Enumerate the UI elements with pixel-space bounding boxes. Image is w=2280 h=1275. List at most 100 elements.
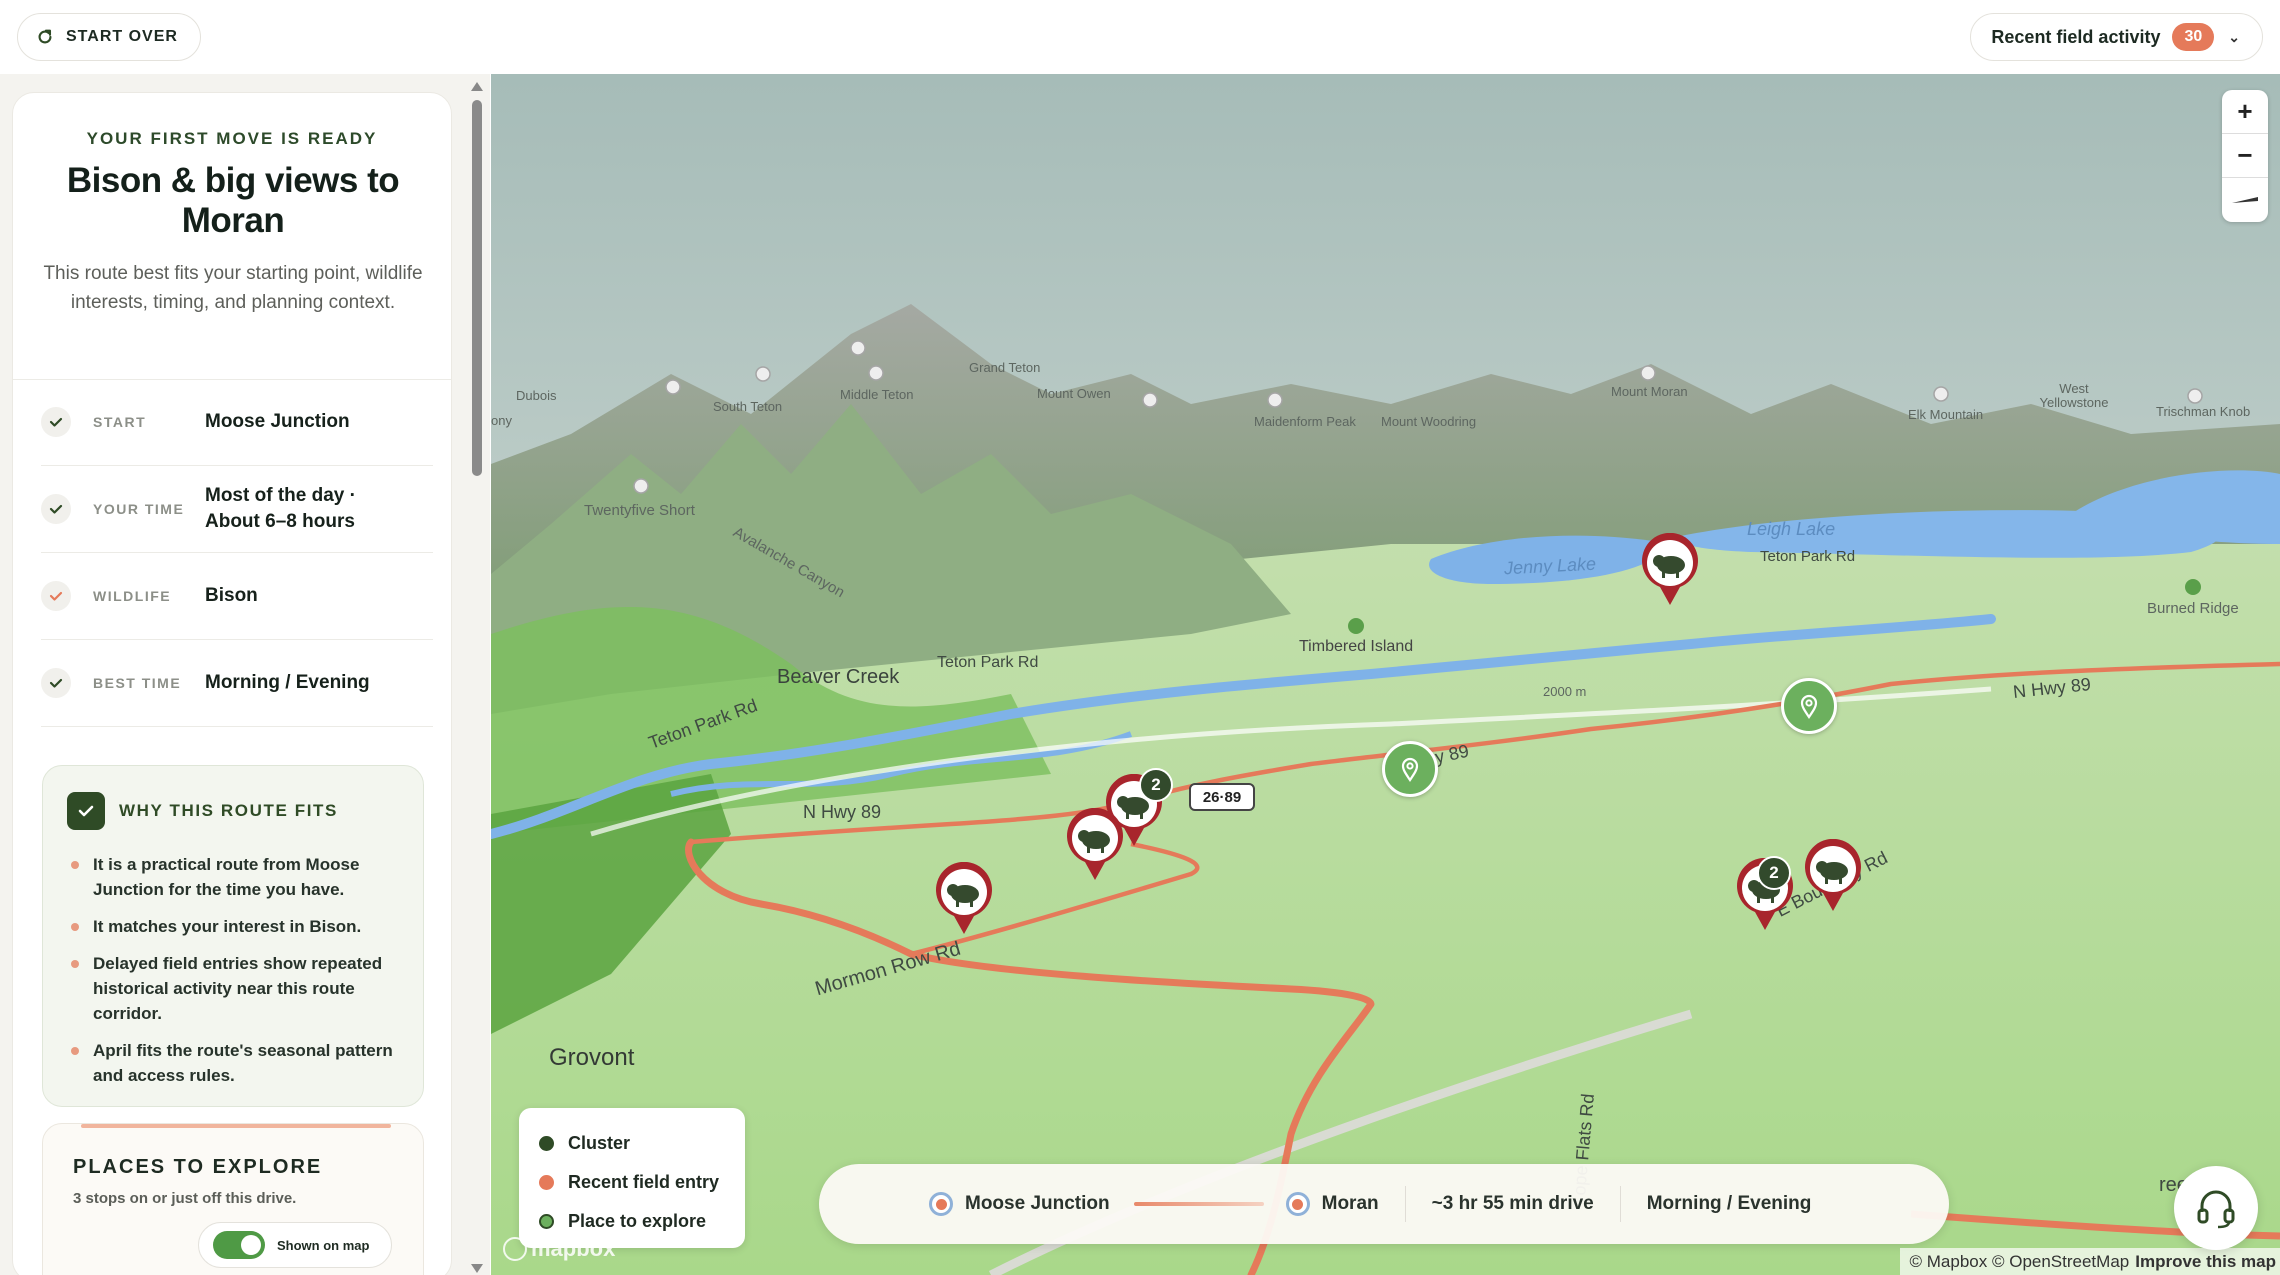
fact-label: BEST TIME bbox=[93, 675, 182, 691]
improve-map-link[interactable]: Improve this map bbox=[2135, 1251, 2276, 1271]
scroll-up-arrow[interactable] bbox=[471, 82, 483, 91]
route-description: This route best fits your starting point… bbox=[43, 263, 423, 313]
legend-item: Recent field entry bbox=[539, 1163, 725, 1202]
fact-start: START Moose Junction bbox=[41, 379, 433, 466]
legend-item: Cluster bbox=[539, 1124, 725, 1163]
map-legend: Cluster Recent field entry Place to expl… bbox=[519, 1108, 745, 1248]
map-label: South Teton bbox=[713, 399, 783, 414]
map-label: West Yellowstone bbox=[2039, 381, 2109, 410]
check-icon bbox=[67, 792, 105, 830]
map-label: Timbered Island bbox=[1299, 638, 1414, 655]
route-title: Bison & big views to Moran bbox=[66, 161, 400, 240]
chevron-down-icon: ⌄ bbox=[2228, 28, 2240, 45]
fact-value: Moose Junction bbox=[205, 411, 350, 432]
places-subtitle: 3 stops on or just off this drive. bbox=[73, 1190, 297, 1207]
check-icon bbox=[41, 407, 71, 437]
check-icon bbox=[41, 581, 71, 611]
summary-duration: ~3 hr 55 min drive bbox=[1431, 1193, 1594, 1214]
map-label: Middle Teton bbox=[840, 387, 914, 402]
place-pin[interactable] bbox=[1781, 678, 1837, 734]
map-label: Mount Owen bbox=[1037, 386, 1111, 401]
bison-icon bbox=[1067, 807, 1123, 880]
map-label: Mount Woodring bbox=[1381, 414, 1477, 429]
place-pin-icon bbox=[1800, 694, 1818, 719]
places-title: PLACES TO EXPLORE bbox=[73, 1156, 323, 1178]
map-label: Grovont bbox=[549, 1044, 635, 1071]
list-item: It matches your interest in Bison. bbox=[67, 914, 397, 939]
route-end-icon bbox=[1285, 1192, 1310, 1216]
legend-dot bbox=[539, 1136, 554, 1151]
map-label: Beaver Creek bbox=[777, 666, 900, 688]
divider bbox=[1619, 1186, 1621, 1222]
place-pin[interactable] bbox=[1382, 741, 1438, 797]
place-pin-icon bbox=[1401, 757, 1419, 782]
mapbox-logo-text: mapbox bbox=[531, 1236, 616, 1261]
toggle-switch[interactable] bbox=[213, 1231, 265, 1259]
start-over-button[interactable]: START OVER bbox=[17, 13, 201, 61]
sidebar-scrollbar[interactable] bbox=[470, 80, 484, 1275]
legend-dot bbox=[539, 1214, 554, 1229]
support-button[interactable] bbox=[2174, 1166, 2258, 1250]
mapbox-logo[interactable]: mapbox bbox=[503, 1236, 615, 1262]
fact-label: YOUR TIME bbox=[93, 501, 185, 517]
bison-icon bbox=[1805, 838, 1861, 911]
fact-value: Most of the day · About 6–8 hours bbox=[205, 485, 356, 532]
fact-wildlife: WILDLIFE Bison bbox=[41, 553, 433, 640]
attribution-text[interactable]: © Mapbox © OpenStreetMap bbox=[1909, 1251, 2130, 1271]
map-terrain bbox=[491, 74, 2280, 1275]
bison-pin[interactable] bbox=[1640, 532, 1700, 607]
scroll-thumb[interactable] bbox=[472, 100, 482, 476]
legend-label: Place to explore bbox=[568, 1211, 707, 1231]
fact-time: YOUR TIME Most of the day · About 6–8 ho… bbox=[41, 466, 433, 553]
places-accent bbox=[81, 1124, 391, 1128]
fact-best-time: BEST TIME Morning / Evening bbox=[41, 640, 433, 727]
zoom-in-button[interactable]: + bbox=[2222, 90, 2268, 134]
scroll-down-arrow[interactable] bbox=[471, 1264, 483, 1273]
route-eyebrow: YOUR FIRST MOVE IS READY bbox=[86, 129, 378, 148]
map-label: Mount Moran bbox=[1611, 384, 1688, 399]
map-label: Teton Park Rd bbox=[1760, 548, 1856, 565]
route-facts: START Moose Junction YOUR TIME Most of t… bbox=[41, 379, 433, 727]
why-route-fits-card: WHY THIS ROUTE FITS It is a practical ro… bbox=[42, 765, 424, 1107]
zoom-out-button[interactable]: − bbox=[2222, 134, 2268, 178]
summary-from-label: Moose Junction bbox=[965, 1193, 1110, 1214]
mapbox-icon bbox=[503, 1237, 527, 1261]
compass-button[interactable] bbox=[2222, 178, 2268, 222]
fact-label: WILDLIFE bbox=[93, 588, 172, 604]
recent-activity-label: Recent field activity bbox=[1991, 26, 2161, 47]
cluster-count-badge[interactable]: 2 bbox=[1139, 768, 1173, 802]
map-label: Teton Park Rd bbox=[937, 654, 1039, 671]
map-label: N Hwy 89 bbox=[803, 802, 882, 822]
summary-from: Moose Junction bbox=[929, 1192, 1110, 1216]
map-label: Trischman Knob bbox=[2156, 404, 2251, 419]
toggle-label: Shown on map bbox=[277, 1237, 370, 1253]
route-start-icon bbox=[929, 1192, 953, 1216]
why-header: WHY THIS ROUTE FITS bbox=[67, 792, 338, 830]
bison-pin[interactable] bbox=[1803, 838, 1863, 913]
divider bbox=[13, 379, 451, 380]
check-icon bbox=[41, 668, 71, 698]
list-item: April fits the route's seasonal pattern … bbox=[67, 1038, 397, 1088]
zoom-controls: + − bbox=[2222, 90, 2268, 222]
legend-label: Recent field entry bbox=[568, 1172, 720, 1192]
shown-on-map-toggle[interactable]: Shown on map bbox=[198, 1222, 392, 1268]
list-item: It is a practical route from Moose Junct… bbox=[67, 852, 397, 902]
map-label: ony bbox=[491, 413, 512, 428]
headset-icon bbox=[2197, 1190, 2235, 1229]
why-list: It is a practical route from Moose Junct… bbox=[67, 852, 397, 1100]
top-bar: START OVER Recent field activity 30 ⌄ bbox=[0, 0, 2280, 74]
divider bbox=[1404, 1186, 1406, 1222]
map-canvas[interactable]: Dubois ony South Teton Middle Teton Gran… bbox=[491, 74, 2280, 1275]
legend-dot bbox=[539, 1175, 554, 1190]
bison-icon bbox=[1642, 532, 1698, 605]
map-label: Twentyfive Short bbox=[584, 502, 695, 519]
legend-label: Cluster bbox=[568, 1133, 631, 1153]
route-summary-bar: Moose Junction Moran ~3 hr 55 min drive … bbox=[819, 1164, 1949, 1244]
cluster-count-badge[interactable]: 2 bbox=[1757, 856, 1791, 890]
bison-pin[interactable] bbox=[934, 861, 994, 936]
bison-pin[interactable] bbox=[1065, 807, 1125, 882]
list-item: Delayed field entries show repeated hist… bbox=[67, 951, 397, 1026]
compass-icon bbox=[2232, 197, 2258, 203]
recent-activity-button[interactable]: Recent field activity 30 ⌄ bbox=[1970, 13, 2263, 61]
map-label: Maidenform Peak bbox=[1254, 414, 1356, 429]
